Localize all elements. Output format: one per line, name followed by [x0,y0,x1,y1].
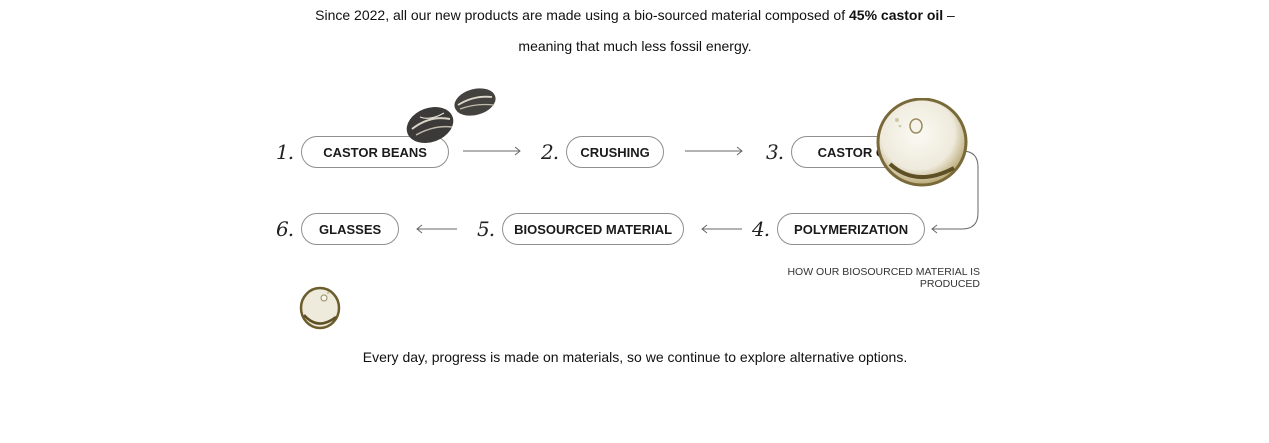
step-glasses: 6. GLASSES [276,212,400,246]
step-label: CASTOR BEANS [301,136,450,168]
step-crushing: 2. CRUSHING [541,135,665,169]
diagram-caption: HOW OUR BIOSOURCED MATERIAL IS PRODUCED [787,266,980,290]
intro-text-bold: 45% castor oil [849,7,944,23]
arrow-3-to-4 [931,150,979,234]
step-number: 4. [752,217,770,241]
arrow-5-to-6 [416,224,457,234]
step-biosourced-material: 5. BIOSOURCED MATERIAL [477,212,685,246]
intro-paragraph: Since 2022, all our new products are mad… [300,0,970,62]
step-number: 1. [276,140,294,164]
step-label: BIOSOURCED MATERIAL [502,213,685,245]
arrow-2-to-3 [685,146,743,156]
castor-oil-drop-icon [299,286,341,330]
arrow-4-to-5 [701,224,742,234]
outro-paragraph: Every day, progress is made on materials… [362,349,908,365]
arrow-1-to-2 [463,146,521,156]
castor-bean-icon [406,88,496,143]
step-label: CRUSHING [566,136,665,168]
step-number: 6. [276,217,294,241]
step-polymerization: 4. POLYMERIZATION [752,212,926,246]
step-castor-beans: 1. CASTOR BEANS [276,135,450,169]
intro-text-before: Since 2022, all our new products are mad… [315,7,849,23]
castor-oil-drop-icon [876,98,968,187]
step-number: 3. [766,140,784,164]
step-number: 5. [477,217,495,241]
step-label: GLASSES [301,213,400,245]
intro-text-after: – meaning that much less fossil energy. [518,7,955,54]
step-number: 2. [541,140,559,164]
step-label: POLYMERIZATION [777,213,926,245]
